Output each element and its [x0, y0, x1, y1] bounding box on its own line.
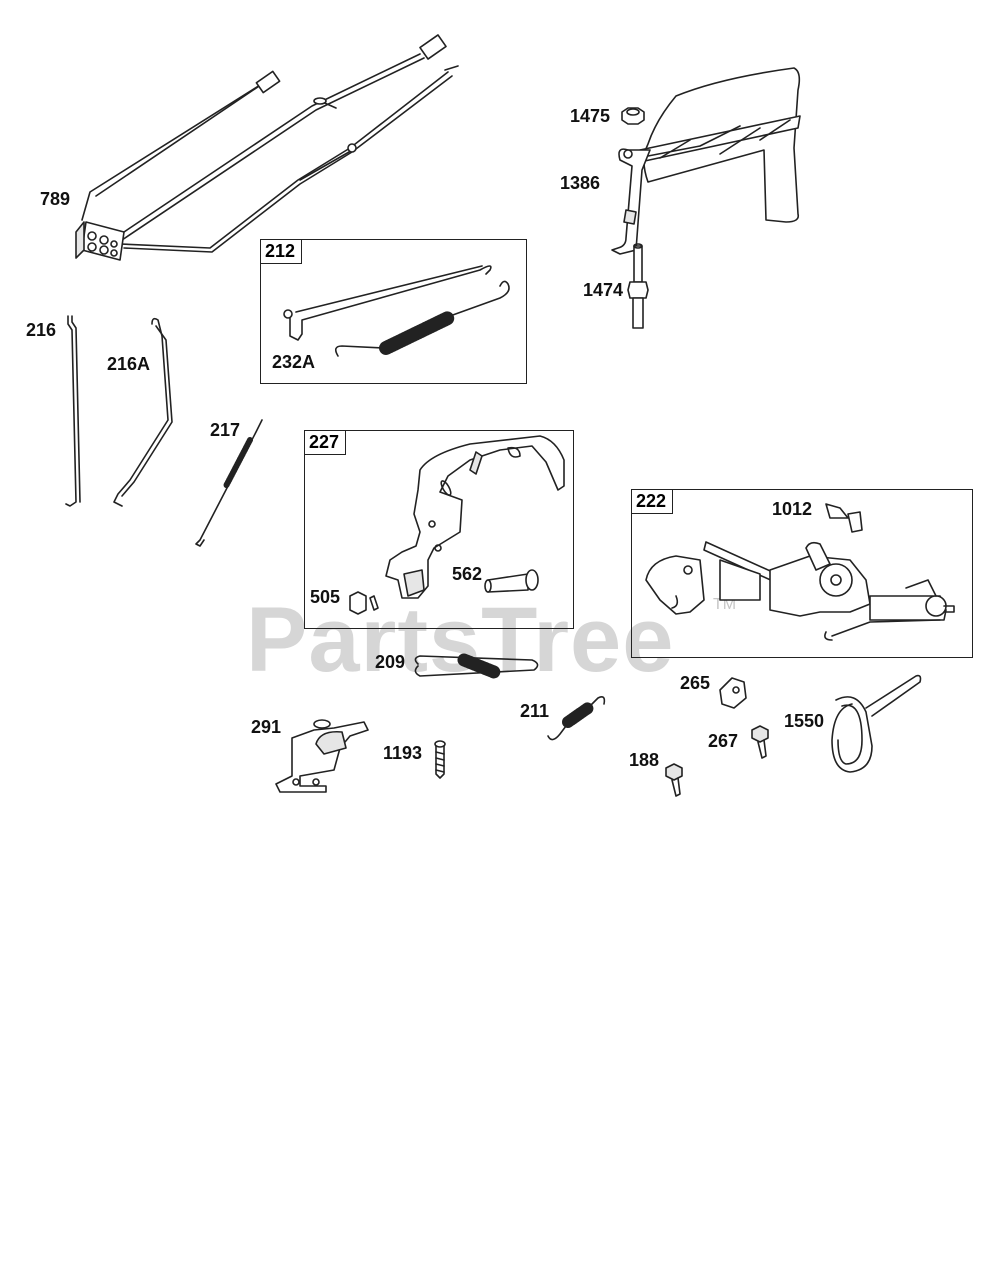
box-227-label: 227 — [304, 430, 347, 455]
part-291-lever[interactable] — [275, 719, 369, 793]
label-217: 217 — [210, 420, 241, 440]
part-212-link[interactable] — [283, 265, 492, 341]
part-211-spring[interactable] — [547, 696, 606, 741]
part-267-screw[interactable] — [751, 725, 769, 759]
box-212-label: 212 — [260, 239, 303, 264]
label-265: 265 — [680, 673, 711, 693]
label-216a: 216A — [107, 354, 151, 374]
label-232a: 232A — [272, 352, 316, 372]
label-211: 211 — [520, 701, 550, 721]
label-188: 188 — [629, 750, 660, 770]
part-1193-screw[interactable] — [434, 740, 446, 779]
label-267: 267 — [708, 731, 739, 751]
box-222: 222 — [631, 489, 973, 658]
label-505: 505 — [310, 587, 341, 607]
part-562-pin[interactable] — [484, 569, 539, 593]
part-505-nut[interactable] — [349, 591, 379, 615]
label-1012: 1012 — [772, 499, 813, 519]
part-216a-rod[interactable] — [113, 317, 173, 507]
part-232a-spring[interactable] — [334, 280, 510, 357]
part-1474-stud[interactable] — [627, 243, 649, 329]
part-1386-bracket[interactable] — [611, 67, 801, 255]
part-188-screw[interactable] — [665, 763, 683, 797]
part-1475-nut[interactable] — [621, 107, 645, 125]
label-789: 789 — [40, 189, 71, 209]
part-217-spring[interactable] — [195, 419, 263, 547]
label-291: 291 — [251, 717, 282, 737]
label-1475: 1475 — [570, 106, 611, 126]
box-222-label: 222 — [631, 489, 674, 514]
part-1550-spring[interactable] — [831, 674, 922, 773]
box-227: 227 — [304, 430, 574, 629]
label-562: 562 — [452, 564, 483, 584]
part-222-governor-assembly[interactable] — [645, 541, 955, 641]
part-789-harness[interactable] — [75, 34, 459, 261]
label-1550: 1550 — [784, 711, 825, 731]
part-1012-clip[interactable] — [825, 503, 863, 533]
label-216: 216 — [26, 320, 57, 340]
part-209-spring[interactable] — [414, 653, 539, 679]
label-1193: 1193 — [383, 743, 423, 763]
part-216-rod[interactable] — [65, 315, 81, 507]
part-265-clip[interactable] — [719, 677, 747, 709]
label-1386: 1386 — [560, 173, 601, 193]
label-209: 209 — [375, 652, 406, 672]
label-1474: 1474 — [583, 280, 624, 300]
part-227-bracket[interactable] — [385, 435, 565, 599]
box-212: 212 — [260, 239, 527, 384]
